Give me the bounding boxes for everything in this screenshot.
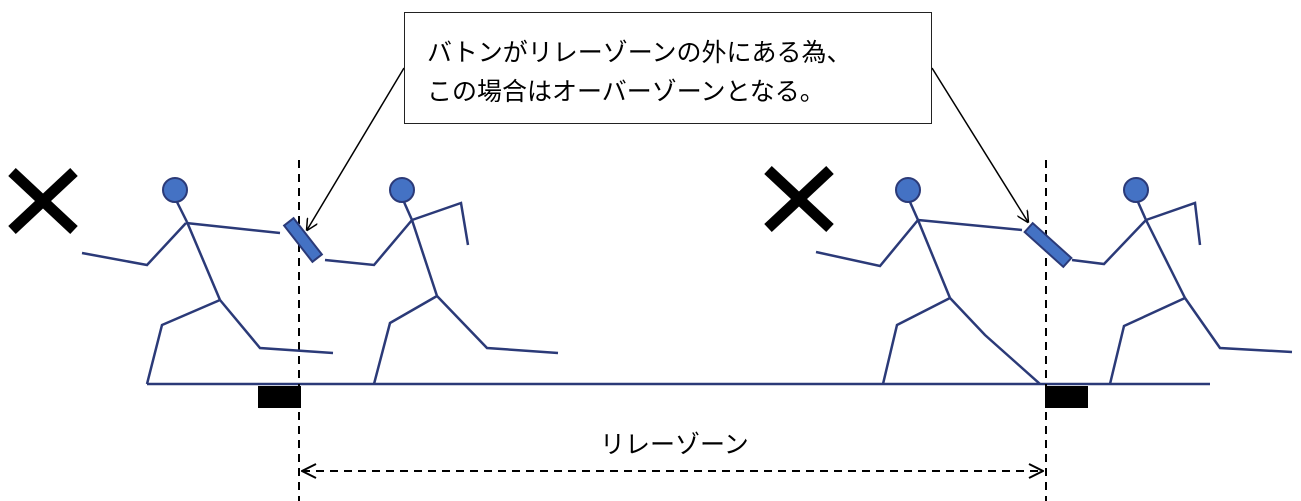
callout-arrow-left: [307, 67, 405, 230]
cross-mark-icon: [764, 165, 834, 233]
callout-arrow-right: [931, 67, 1028, 222]
incoming-runner-right: [815, 177, 1041, 385]
relay-zone-label: リレーゾーン: [600, 430, 749, 459]
baton-icon: [1023, 221, 1073, 269]
callout-line-2: この場合はオーバーゾーンとなる。: [427, 77, 825, 106]
receiving-runner-left: [324, 177, 559, 385]
zone-end-mark: [1045, 386, 1088, 408]
zone-start-mark: [258, 386, 301, 408]
incoming-runner-left: [81, 177, 334, 385]
callout-line-1: バトンがリレーゾーンの外にある為、: [427, 38, 852, 67]
receiving-runner-right: [1071, 177, 1293, 385]
cross-mark-icon: [8, 167, 78, 235]
callout-box: バトンがリレーゾーンの外にある為、 この場合はオーバーゾーンとなる。: [404, 12, 932, 124]
baton-icon: [282, 216, 324, 264]
